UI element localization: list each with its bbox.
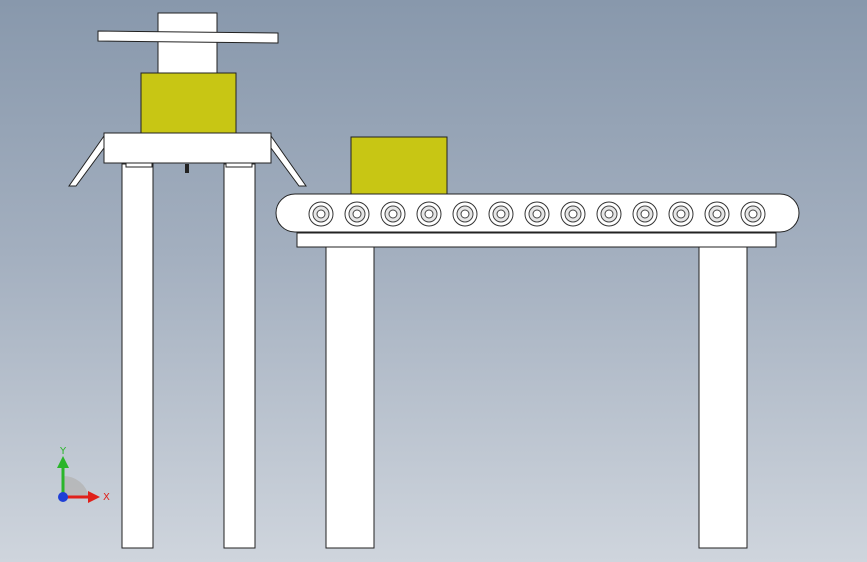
x-axis-label: X	[103, 492, 110, 503]
leg-cap-right	[225, 162, 253, 168]
roller-ring	[388, 209, 398, 219]
conveyor-roller[interactable]	[524, 201, 550, 227]
lift-platform[interactable]	[103, 132, 272, 164]
roller-ring	[676, 209, 686, 219]
guide-wing-left[interactable]	[68, 134, 105, 187]
y-axis-arrow	[57, 456, 69, 468]
roller-ring	[748, 209, 758, 219]
roller-ring	[424, 209, 434, 219]
conveyor-leg-right[interactable]	[698, 246, 748, 549]
leg-cap-left	[125, 162, 153, 168]
conveyor-frame[interactable]	[296, 232, 777, 248]
lift-station[interactable]	[68, 12, 307, 549]
x-axis-arrow	[88, 491, 100, 503]
sensor-probe[interactable]	[185, 164, 189, 173]
y-axis-label: Y	[59, 446, 67, 457]
lift-column[interactable]	[157, 12, 218, 74]
conveyor-roller[interactable]	[596, 201, 622, 227]
orientation-triad[interactable]: Y X	[57, 446, 110, 503]
roller-ring	[460, 209, 470, 219]
conveyor-roller[interactable]	[488, 201, 514, 227]
roller-ring	[532, 209, 542, 219]
conveyor-roller[interactable]	[704, 201, 730, 227]
conveyor-roller[interactable]	[416, 201, 442, 227]
conveyor-station[interactable]	[275, 136, 800, 549]
conveyor-roller[interactable]	[560, 201, 586, 227]
conveyor-roller[interactable]	[344, 201, 370, 227]
conveyor-roller[interactable]	[308, 201, 334, 227]
conveyor-roller[interactable]	[740, 201, 766, 227]
roller-ring	[496, 209, 506, 219]
roller-ring	[316, 209, 326, 219]
lift-leg-left[interactable]	[121, 163, 154, 549]
lift-leg-right[interactable]	[223, 163, 256, 549]
conveyor-roller[interactable]	[668, 201, 694, 227]
roller-ring	[604, 209, 614, 219]
cross-bar[interactable]	[97, 30, 279, 44]
roller-ring	[712, 209, 722, 219]
conveyor-roller[interactable]	[632, 201, 658, 227]
roller-ring	[568, 209, 578, 219]
z-axis-dot	[58, 492, 68, 502]
roller-ring	[352, 209, 362, 219]
conveyor-roller[interactable]	[380, 201, 406, 227]
lift-payload-box[interactable]	[140, 72, 237, 134]
guide-wing-right[interactable]	[270, 134, 307, 187]
roller-ring	[640, 209, 650, 219]
triad-plane-arc	[63, 475, 89, 497]
conveyor-roller[interactable]	[452, 201, 478, 227]
conveyor-payload-box[interactable]	[350, 136, 448, 195]
roller-group	[308, 201, 766, 227]
conveyor-leg-left[interactable]	[325, 246, 375, 549]
